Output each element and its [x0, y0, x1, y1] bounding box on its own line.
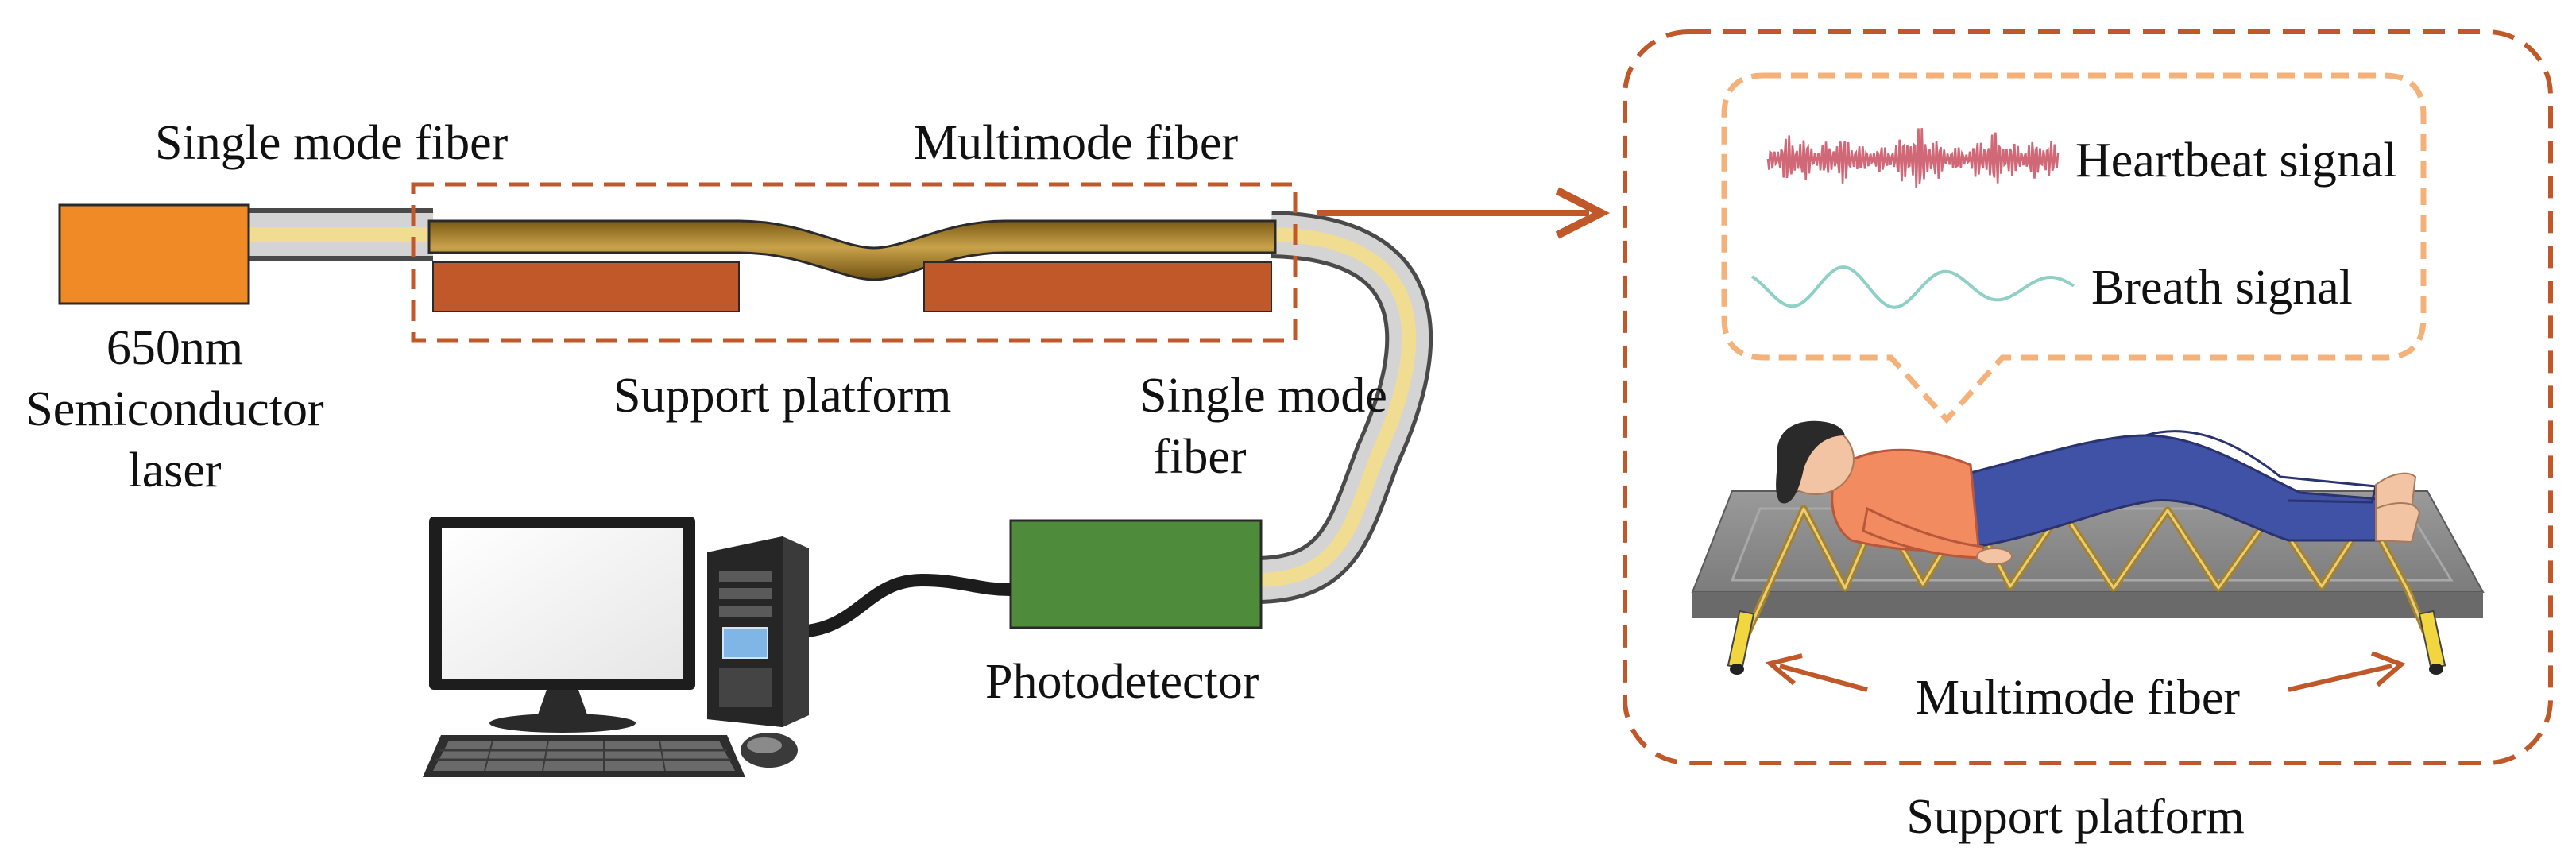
mouse-icon: [741, 733, 798, 768]
label-laser-wavelength: 650nm: [106, 321, 243, 375]
heartbeat-waveform: [1766, 128, 2060, 188]
right-panel-dashed-box: [1623, 29, 2553, 765]
computer-cable: [794, 573, 1011, 638]
breath-waveform: [1750, 265, 2075, 309]
fiber-tip-right: [2429, 664, 2443, 675]
fiber-end-right: [2418, 610, 2446, 670]
label-single-mode-fiber-right-2: fiber: [1153, 430, 1246, 484]
multimode-fiber-segment: [427, 219, 1277, 281]
single-mode-fiber-right: [1255, 211, 1433, 604]
label-photodetector: Photodetector: [985, 655, 1259, 709]
label-support-platform-bottom: Support platform: [1906, 790, 2244, 844]
label-multimode-fiber-bottom: Multimode fiber: [1916, 671, 2240, 725]
label-support-platform-left: Support platform: [613, 369, 951, 423]
computer-monitor-icon: [429, 517, 695, 733]
arrow-to-right-fiber-end: [2288, 651, 2406, 692]
person-lying-icon: [1776, 420, 2421, 565]
label-single-mode-fiber-top: Single mode fiber: [155, 116, 509, 170]
label-breath-signal: Breath signal: [2091, 261, 2353, 315]
signal-callout-bubble: [1721, 72, 2427, 424]
fiber-end-left: [1727, 610, 1755, 670]
photodetector-box: [1009, 519, 1263, 629]
laser-box: [58, 203, 250, 305]
fiber-tip-left: [1730, 664, 1744, 675]
label-single-mode-fiber-right-1: Single mode: [1139, 369, 1387, 423]
label-heartbeat-signal: Heartbeat signal: [2075, 134, 2397, 188]
label-laser: laser: [128, 443, 221, 497]
multimode-fiber-dashed-box: [411, 182, 1298, 343]
label-laser-type: Semiconductor: [25, 382, 324, 436]
label-multimode-fiber-top: Multimode fiber: [914, 116, 1238, 170]
keyboard-icon: [423, 735, 745, 777]
arrow-to-left-fiber-end: [1765, 653, 1868, 692]
computer-tower-icon: [707, 536, 809, 727]
support-platform-block-right: [923, 261, 1272, 312]
support-platform-block-left: [432, 261, 740, 312]
arrow-right-icon: [1317, 187, 1611, 239]
single-mode-fiber-left: [238, 208, 433, 261]
